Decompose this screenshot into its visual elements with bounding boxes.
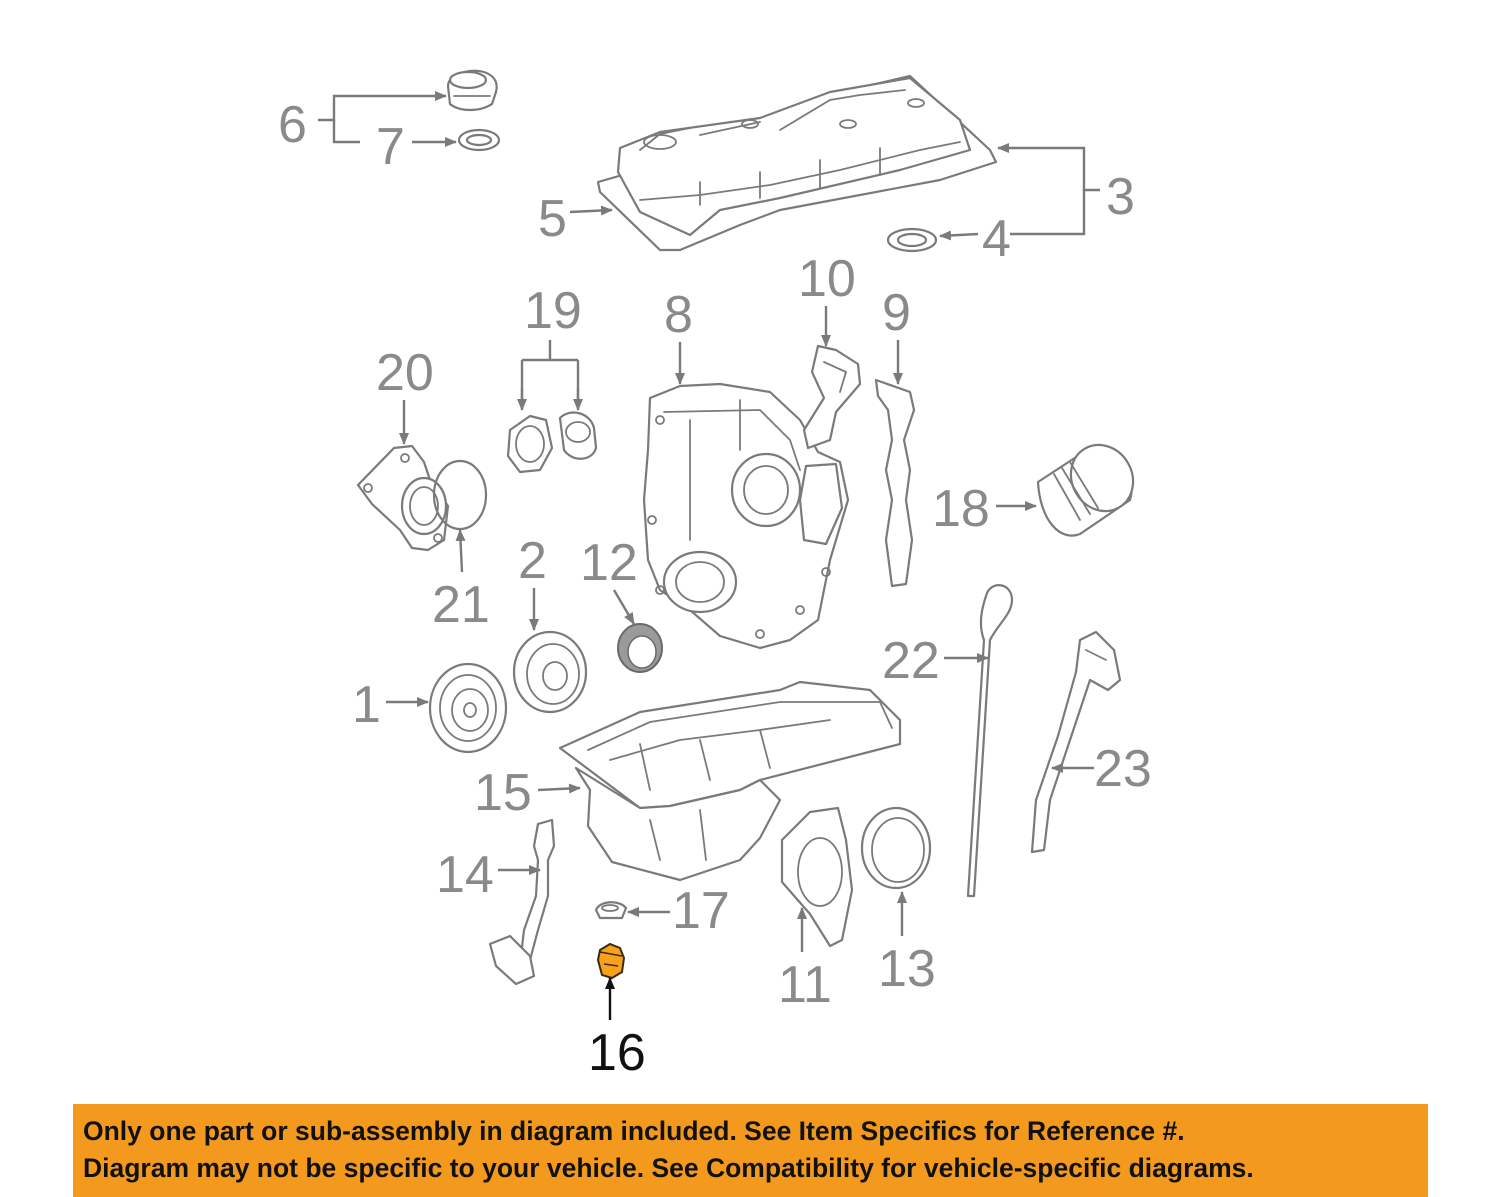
callout-7: 7 (376, 118, 405, 176)
callout-5: 5 (538, 190, 567, 248)
callout-4: 4 (982, 210, 1011, 268)
disclaimer-line-1: Only one part or sub-assembly in diagram… (83, 1116, 1185, 1146)
crankshaft-pulley (428, 662, 508, 754)
oil-filter (1036, 443, 1135, 537)
callout-labels: 1 2 3 4 5 6 7 8 9 10 11 12 13 14 15 16 1… (278, 96, 1152, 1082)
callout-20: 20 (376, 344, 434, 402)
rear-oil-seal (860, 806, 932, 890)
disclaimer-banner: Only one part or sub-assembly in diagram… (73, 1104, 1428, 1197)
side-gasket (874, 378, 916, 588)
oil-level-sensor (488, 818, 556, 986)
callout-19: 19 (524, 282, 582, 340)
callout-22: 22 (882, 632, 940, 690)
callout-23: 23 (1094, 740, 1152, 798)
cap-gasket (457, 128, 501, 152)
leader-lines (318, 91, 1100, 1020)
drain-plug-gasket (594, 901, 628, 920)
callout-2: 2 (518, 532, 547, 590)
thermostat-assembly (506, 411, 598, 474)
oil-dipstick (966, 584, 1014, 898)
callout-6: 6 (278, 96, 307, 154)
crank-pulley-inner (512, 630, 588, 714)
callout-1: 1 (352, 676, 381, 734)
front-oil-seal (617, 623, 663, 673)
callout-13: 13 (878, 940, 936, 998)
parts-diagram: 1 2 3 4 5 6 7 8 9 10 11 12 13 14 15 16 1… (278, 69, 1152, 1082)
timing-cover-gasket (802, 344, 862, 450)
valve-cover (596, 74, 998, 252)
water-outlet-housing (356, 444, 450, 552)
oil-filler-cap (446, 69, 498, 112)
callout-8: 8 (664, 286, 693, 344)
callout-14: 14 (436, 846, 494, 904)
housing-gasket (432, 459, 488, 531)
callout-15: 15 (474, 764, 532, 822)
callout-11: 11 (778, 956, 832, 1014)
callout-18: 18 (932, 480, 990, 538)
callout-17: 17 (672, 882, 730, 940)
timing-chain-cover (642, 382, 850, 650)
drain-plug-highlighted (596, 942, 626, 980)
rear-seal-retainer (780, 806, 854, 948)
callout-12: 12 (580, 534, 638, 592)
callout-21: 21 (432, 576, 490, 634)
callout-10: 10 (798, 250, 856, 308)
callout-9: 9 (882, 284, 911, 342)
tube-seal (886, 227, 938, 253)
callout-16-highlighted: 16 (588, 1024, 646, 1082)
oil-pan (558, 680, 902, 882)
disclaimer-line-2: Diagram may not be specific to your vehi… (83, 1153, 1254, 1183)
callout-3: 3 (1106, 168, 1135, 226)
